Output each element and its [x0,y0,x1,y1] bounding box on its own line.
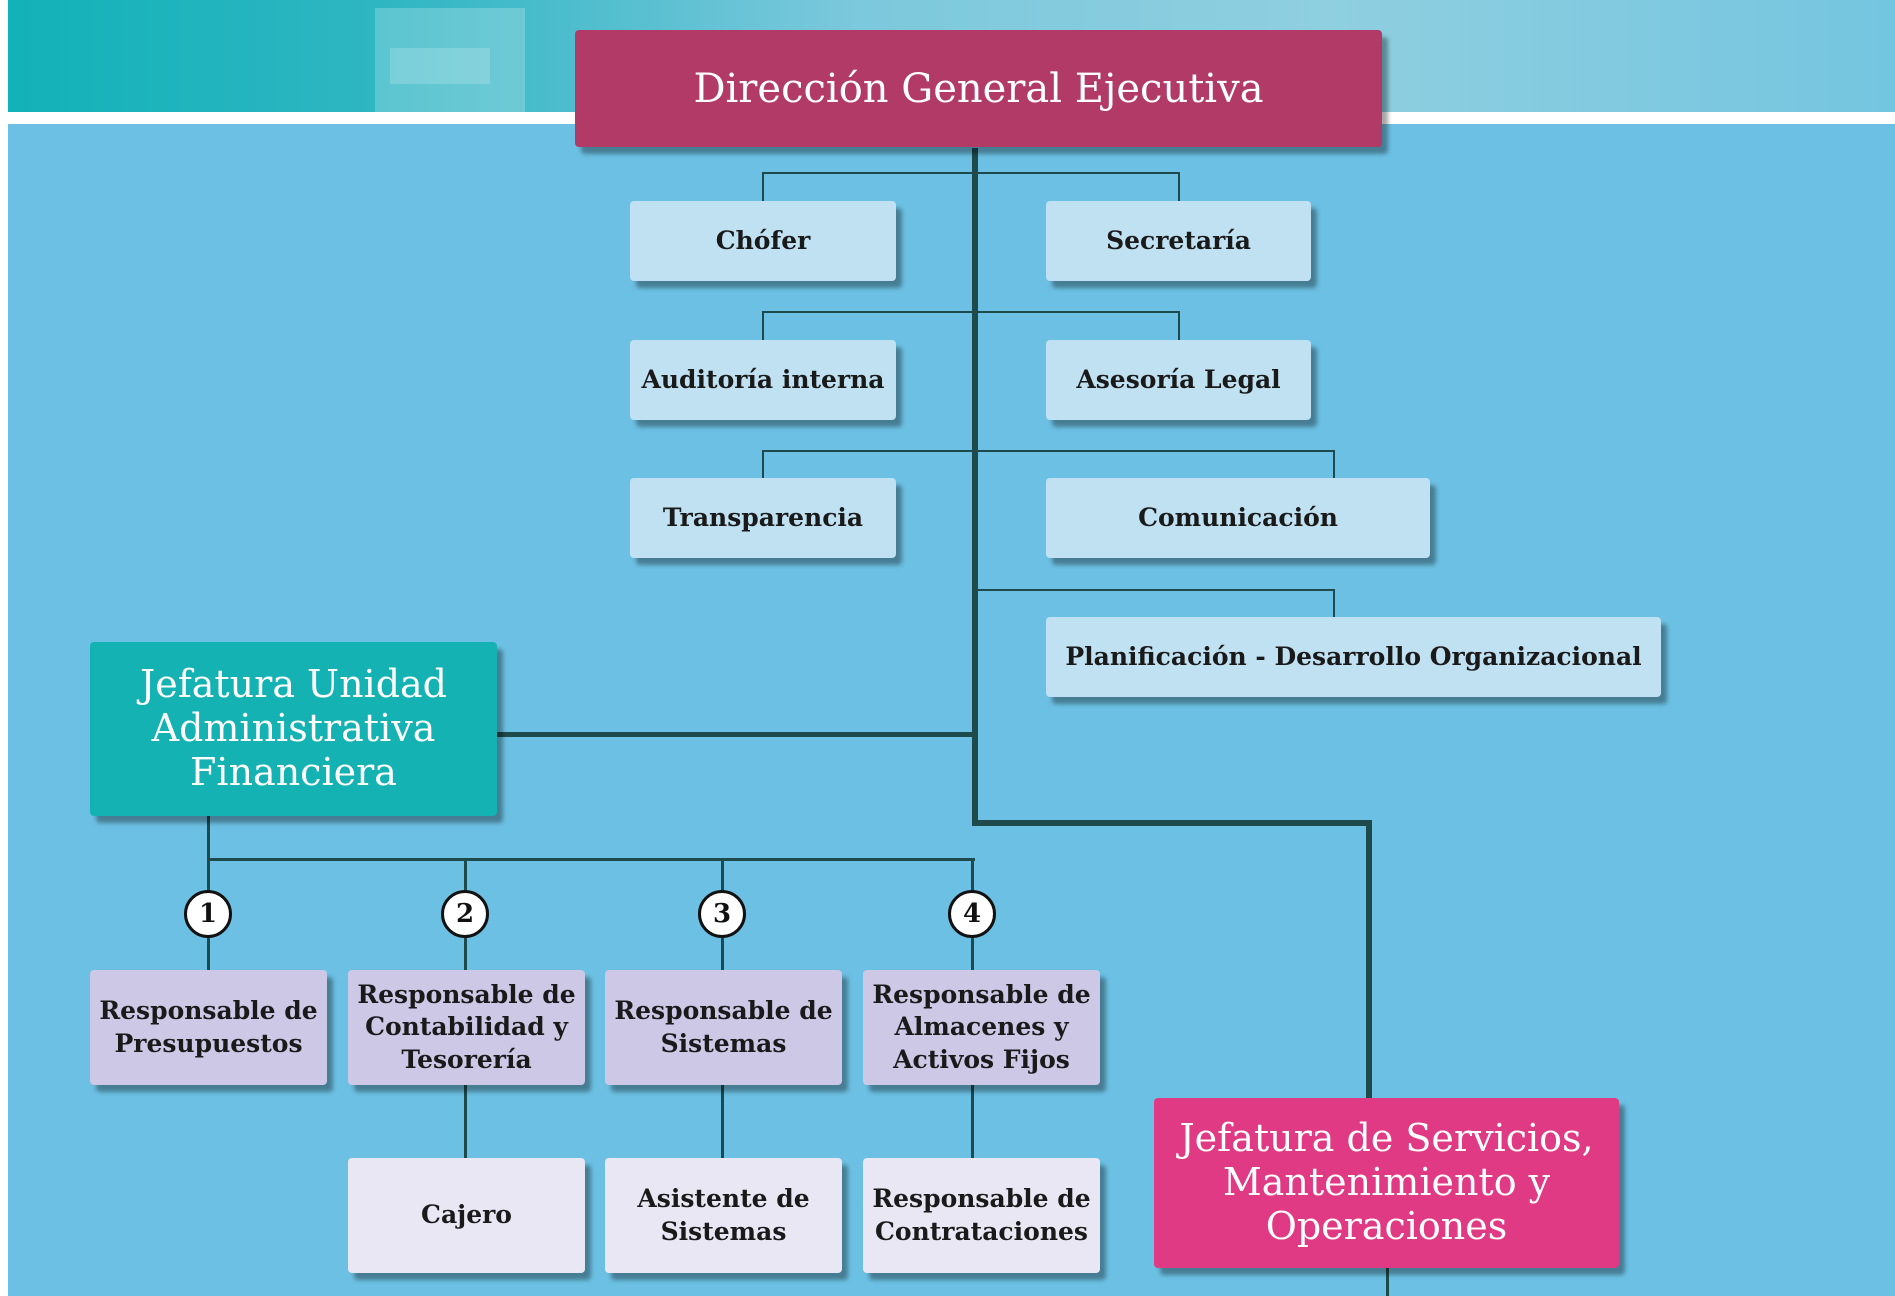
header-decoration [375,8,525,112]
staff-box-asesoria: Asesoría Legal [1046,340,1311,420]
branch-line [1178,311,1180,341]
services-connector-line [972,820,1372,826]
admin-unit-box: Jefatura Unidad Administrativa Financier… [90,642,497,816]
staff-box-secretaria: Secretaría [1046,201,1311,281]
branch-line [1333,589,1335,619]
sub-branch-line [971,1085,974,1158]
branch-line [762,450,1335,452]
staff-box-comunicacion: Comunicación [1046,478,1430,558]
branch-line [1178,172,1180,202]
number-badge-4: 4 [948,890,996,938]
admin-branch-line [207,858,975,861]
services-unit-box: Jefatura de Servicios, Mantenimiento y O… [1154,1098,1619,1268]
branch-line [975,589,1335,591]
asistente-sistemas-box: Asistente de Sistemas [605,1158,842,1273]
staff-box-transparencia: Transparencia [630,478,896,558]
header-decoration [390,48,490,84]
number-badge-1: 1 [184,890,232,938]
main-trunk-line [972,148,978,826]
branch-line [1333,450,1335,480]
branch-line [762,172,764,202]
sub-branch-line [464,1085,467,1158]
branch-line [762,172,1180,174]
number-badge-2: 2 [441,890,489,938]
responsable-almacenes-box: Responsable de Almacenes y Activos Fijos [863,970,1100,1085]
branch-line [762,450,764,480]
services-connector-line [1366,820,1372,1100]
staff-box-chofer: Chófer [630,201,896,281]
branch-line [762,311,764,341]
staff-box-planificacion: Planificación - Desarrollo Organizaciona… [1046,617,1661,697]
services-downward-line [1386,1268,1389,1296]
responsable-contrataciones-box: Responsable de Contrataciones [863,1158,1100,1273]
number-badge-3: 3 [698,890,746,938]
cajero-box: Cajero [348,1158,585,1273]
director-box: Dirección General Ejecutiva [575,30,1382,147]
responsable-presupuestos-box: Responsable de Presupuestos [90,970,327,1085]
branch-line [762,311,1180,313]
admin-connector-line [497,732,975,737]
sub-branch-line [721,1085,724,1158]
responsable-sistemas-box: Responsable de Sistemas [605,970,842,1085]
responsable-contabilidad-box: Responsable de Contabilidad y Tesorería [348,970,585,1085]
staff-box-auditoria: Auditoría interna [630,340,896,420]
